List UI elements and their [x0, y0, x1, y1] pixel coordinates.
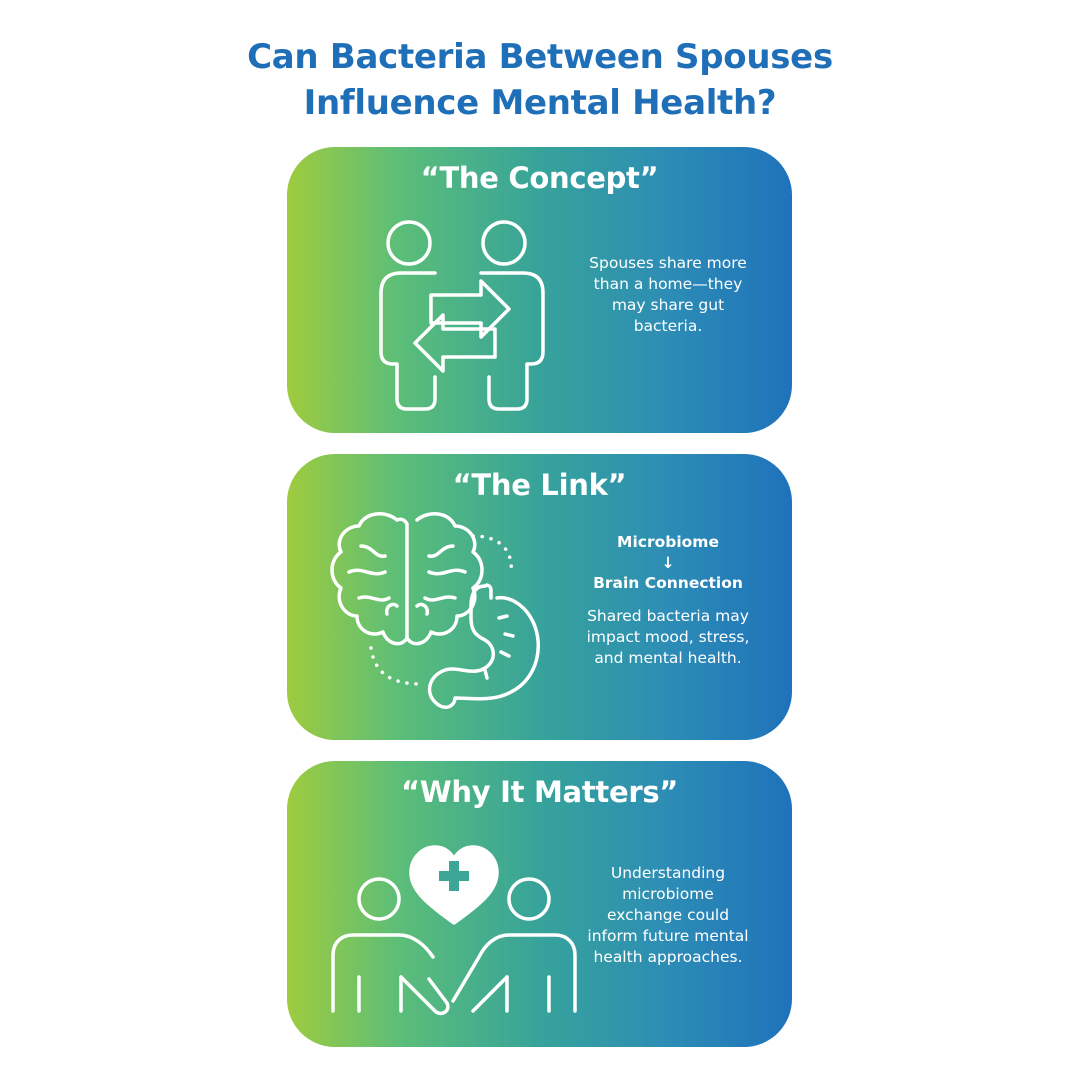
link-heading-bottom: Brain Connection — [593, 574, 743, 592]
why-it-matters-card-body: Understanding microbiome exchange could … — [583, 863, 753, 968]
down-arrow-icon: ↓ — [661, 554, 675, 572]
link-heading-top: Microbiome — [617, 533, 719, 551]
title-line-1: Can Bacteria Between Spouses — [247, 37, 833, 77]
people-heart-health-icon — [329, 839, 579, 1019]
concept-card-title: “The Concept” — [420, 161, 659, 195]
title-line-2: Influence Mental Health? — [303, 83, 777, 123]
link-card-title: “The Link” — [452, 468, 627, 502]
link-card-text: Shared bacteria may impact mood, stress,… — [586, 607, 750, 667]
page-title: Can Bacteria Between Spouses Influence M… — [0, 34, 1080, 126]
why-it-matters-card: “Why It Matters” Understanding microbiom… — [287, 761, 792, 1047]
link-card-body: Microbiome ↓ Brain Connection Shared bac… — [583, 532, 753, 669]
concept-card-text: Spouses share more than a home—they may … — [589, 254, 747, 335]
link-card: “The Link” Micro — [287, 454, 792, 740]
brain-gut-icon — [325, 506, 555, 721]
why-it-matters-card-text: Understanding microbiome exchange could … — [587, 864, 749, 966]
two-people-exchange-icon — [373, 217, 553, 417]
why-it-matters-card-title: “Why It Matters” — [400, 775, 679, 809]
concept-card: “The Concept” Spouses share more than a … — [287, 147, 792, 433]
concept-card-body: Spouses share more than a home—they may … — [583, 253, 753, 337]
